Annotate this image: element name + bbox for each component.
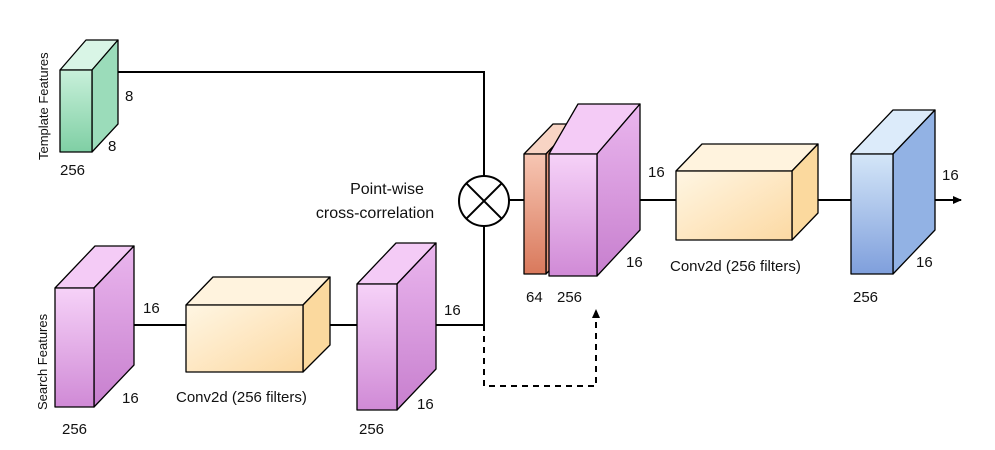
search-features-block: Search Features 16 16 256 bbox=[35, 245, 160, 438]
output-block: 16 16 256 bbox=[850, 109, 959, 306]
edge-template-to-correlation bbox=[115, 71, 485, 177]
search-features-title: Search Features bbox=[35, 313, 50, 410]
concat-block: 16 64 256 bbox=[523, 103, 643, 306]
conv2d-1-label: Conv2d (256 filters) bbox=[176, 389, 307, 406]
concat-dim-correlation-channels: 64 bbox=[526, 289, 543, 306]
search-dim-height: 16 bbox=[143, 300, 160, 317]
output-dim-height: 16 bbox=[942, 167, 959, 184]
conv2d-block-1: Conv2d (256 filters) bbox=[176, 276, 331, 406]
template-dim-height: 8 bbox=[125, 88, 133, 105]
template-features-title: Template Features bbox=[36, 52, 51, 160]
correlation-label-line2: cross-correlation bbox=[316, 205, 434, 222]
search-dim-channels: 256 bbox=[62, 421, 87, 438]
search2-dim-width: 16 bbox=[417, 396, 434, 413]
correlation-label-line1: Point-wise bbox=[350, 181, 424, 198]
concat-dim-search-channels: 256 bbox=[557, 289, 582, 306]
cross-correlation-operator: Point-wise cross-correlation bbox=[316, 175, 510, 227]
dashed-skip-connection bbox=[483, 309, 600, 387]
search-after-conv-block: 16 16 256 bbox=[356, 242, 461, 438]
search-dim-width: 16 bbox=[122, 390, 139, 407]
output-dim-channels: 256 bbox=[853, 289, 878, 306]
search2-dim-channels: 256 bbox=[359, 421, 384, 438]
edges bbox=[115, 71, 962, 387]
conv2d-2-label: Conv2d (256 filters) bbox=[670, 258, 801, 275]
search2-dim-height: 16 bbox=[444, 302, 461, 319]
output-dim-width: 16 bbox=[916, 254, 933, 271]
conv2d-2-input-dim: 16 bbox=[648, 164, 665, 181]
template-features-block: Template Features 8 8 256 bbox=[36, 39, 133, 179]
concat-dim-height: 16 bbox=[626, 254, 643, 271]
template-dim-width: 8 bbox=[108, 138, 116, 155]
conv2d-block-2: 16 Conv2d (256 filters) bbox=[648, 143, 819, 275]
template-dim-channels: 256 bbox=[60, 162, 85, 179]
